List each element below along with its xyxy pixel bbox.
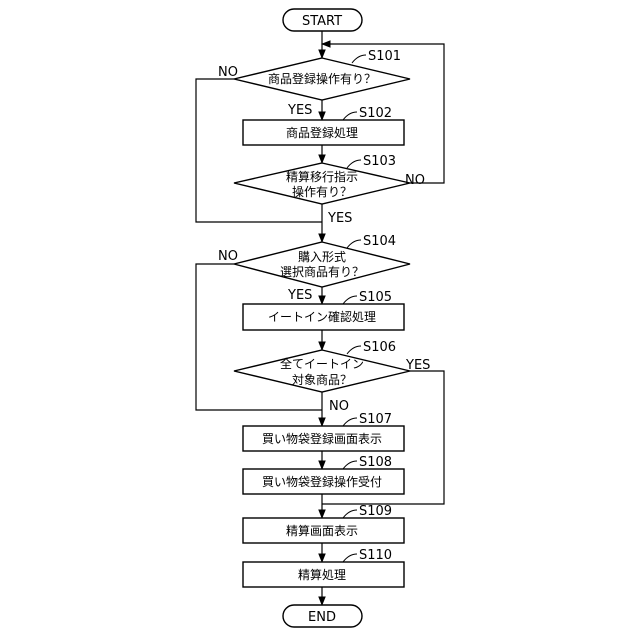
step-id-s104: S104: [363, 234, 396, 249]
s102-text: 商品登録処理: [286, 125, 358, 140]
s106-text-line1: 全てイートイン: [280, 356, 364, 371]
s109-text: 精算画面表示: [286, 523, 358, 538]
s108-text: 買い物袋登録操作受付: [262, 474, 382, 489]
step-id-s105: S105: [359, 290, 392, 305]
s106-no-label: NO: [329, 399, 349, 414]
step-id-s102: S102: [359, 106, 392, 121]
s101-text: 商品登録操作有り？: [268, 71, 376, 86]
step-id-s109: S109: [359, 504, 392, 519]
s104-yes-label: YES: [287, 288, 312, 303]
s101-yes-label: YES: [287, 103, 312, 118]
s103-text-line1: 精算移行指示: [286, 169, 358, 184]
step-id-s110: S110: [359, 548, 392, 563]
s103-text-line2: 操作有り？: [292, 184, 352, 199]
s110-text: 精算処理: [298, 567, 346, 582]
s107-text: 買い物袋登録画面表示: [262, 431, 382, 446]
s104-no-label: NO: [218, 249, 238, 264]
step-id-s108: S108: [359, 455, 392, 470]
step-id-s107: S107: [359, 412, 392, 427]
step-id-s101: S101: [368, 49, 401, 64]
s104-text-line2: 選択商品有り？: [280, 264, 364, 279]
s103-no-label: NO: [405, 173, 425, 188]
s103-yes-label: YES: [327, 211, 352, 226]
s105-text: イートイン確認処理: [268, 309, 376, 324]
end-label: END: [308, 610, 336, 625]
s104-text-line1: 購入形式: [298, 250, 346, 264]
start-label: START: [302, 14, 342, 29]
s101-no-label: NO: [218, 65, 238, 80]
s106-text-line2: 対象商品？: [292, 372, 352, 387]
s106-yes-label: YES: [405, 358, 430, 373]
step-id-s106: S106: [363, 340, 396, 355]
step-id-s103: S103: [363, 154, 396, 169]
